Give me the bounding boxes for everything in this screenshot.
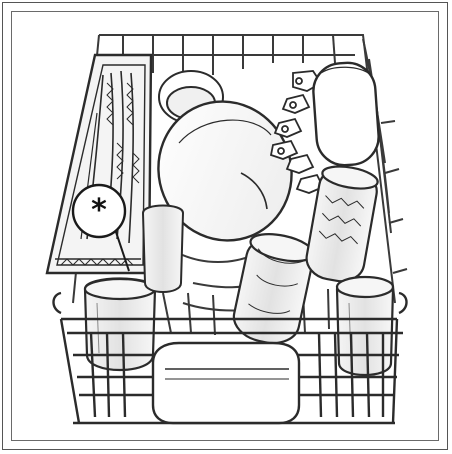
glass-bottom-right	[335, 275, 395, 377]
glass-center-bottom	[232, 233, 315, 345]
cutlery-basket	[45, 53, 153, 275]
callout-marker	[71, 183, 130, 272]
rack-side-hooks	[52, 291, 408, 315]
glass-left-center	[141, 204, 185, 293]
glass-right-tall	[305, 165, 379, 283]
cup-top-right	[312, 61, 380, 167]
glass-bottom-left	[83, 277, 157, 371]
illustration-frame: *	[2, 2, 448, 450]
rack-front-handle	[151, 341, 301, 425]
callout-label: *	[91, 193, 107, 228]
dishwasher-rack-illustration	[45, 34, 408, 425]
border-rule	[11, 11, 439, 441]
